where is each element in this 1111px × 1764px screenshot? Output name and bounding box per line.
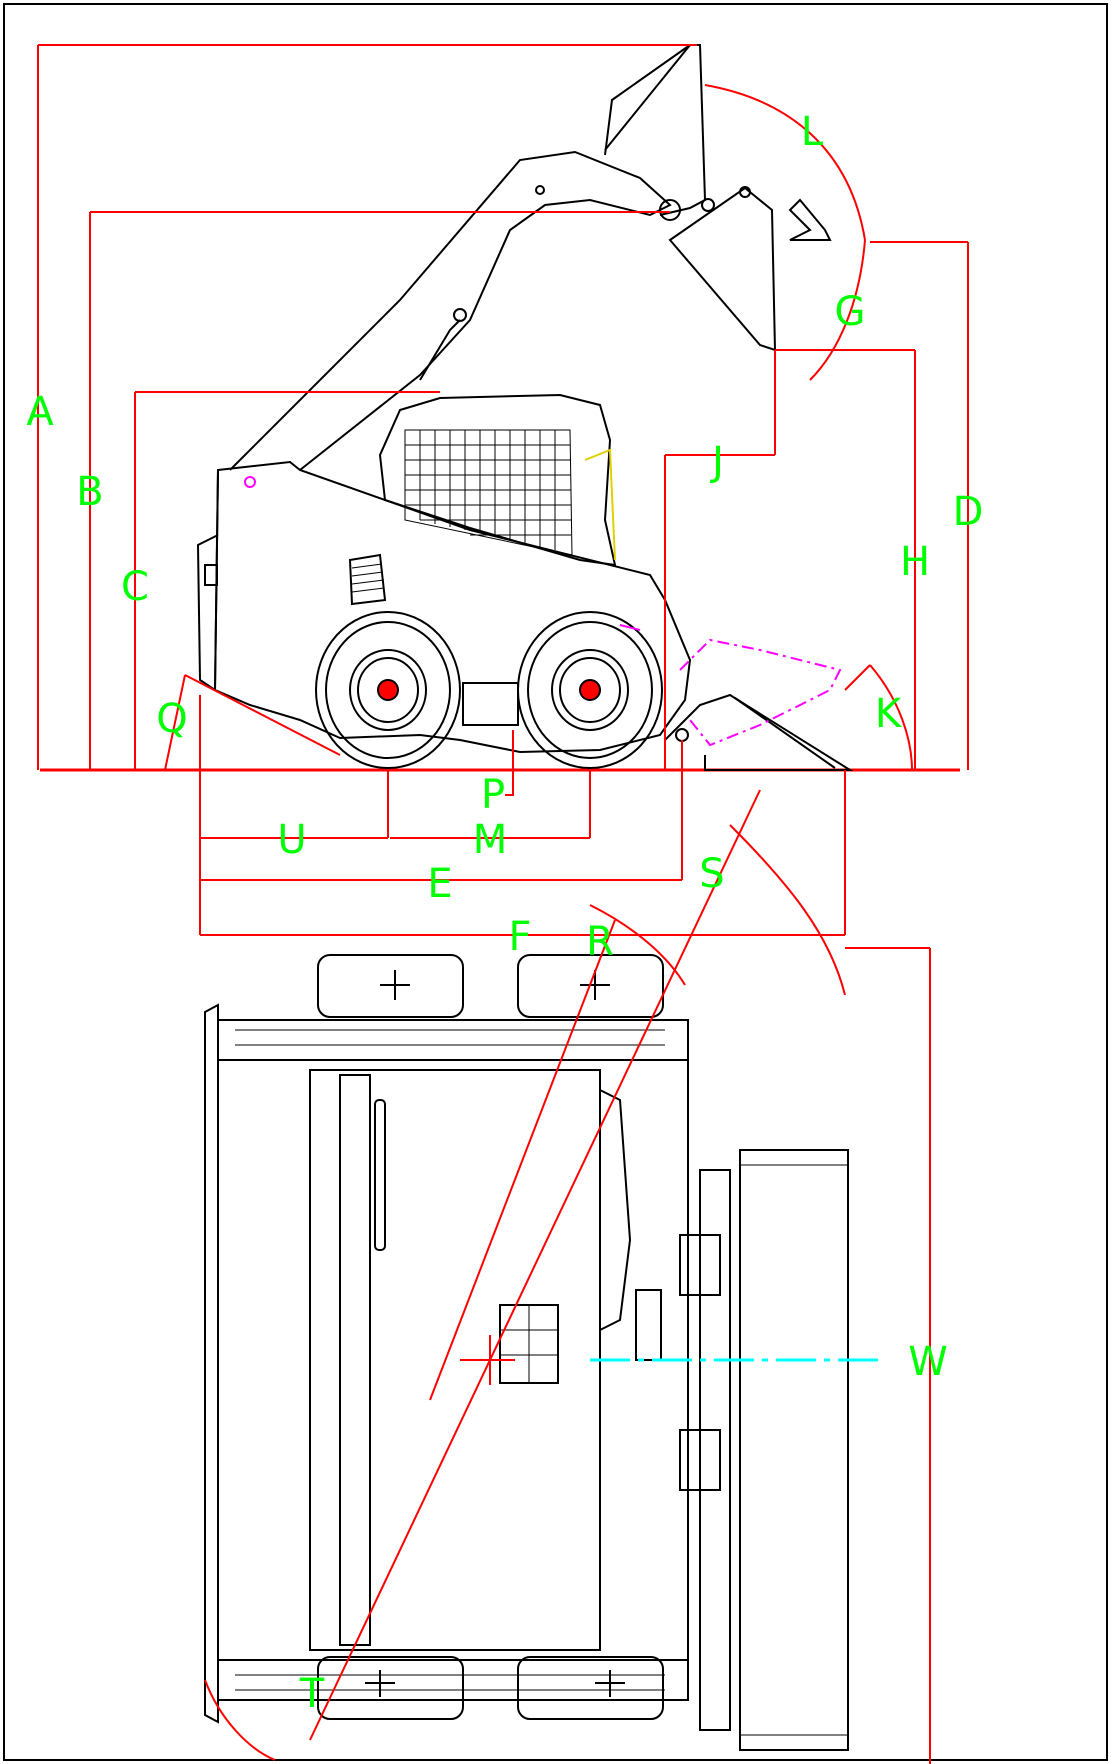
dim-F-lines [199, 695, 846, 936]
bucket-lips [740, 1164, 848, 1736]
engine-grille [348, 553, 387, 606]
tire-front-right [517, 1656, 664, 1720]
label-D: D [953, 489, 984, 535]
lowered-bucket [664, 693, 854, 771]
dim-W-lines [845, 947, 931, 1764]
label-W: W [908, 1339, 948, 1385]
cab-mesh [404, 429, 573, 556]
front-tire [517, 611, 663, 769]
accent-mark [619, 624, 641, 631]
label-T: T [299, 1671, 325, 1717]
dim-A-lines [37, 44, 697, 770]
raised-bucket-back [604, 44, 691, 156]
belly-pan [462, 682, 519, 726]
label-B: B [76, 469, 103, 515]
label-J: J [709, 439, 724, 485]
dim-M-lines [390, 770, 591, 839]
bucket-hinge [675, 728, 689, 742]
top-bucket [739, 1149, 849, 1751]
lift-arm [229, 150, 672, 471]
tire-rear-left [317, 954, 464, 1018]
dim-L-arc [704, 84, 866, 241]
tail-light [204, 564, 218, 586]
side-view [40, 44, 960, 772]
operator-cab [378, 393, 617, 567]
dim-R-line [429, 919, 616, 1401]
label-P: P [481, 772, 505, 818]
dumped-bucket [668, 186, 777, 352]
label-S: S [699, 851, 724, 897]
raised-bucket-rear [604, 44, 707, 216]
turn-center [460, 1335, 515, 1385]
dim-R-arc [589, 904, 686, 986]
dim-E-lines [200, 740, 683, 881]
top-view [204, 954, 849, 1751]
dim-J-lines [664, 350, 776, 770]
quick-attach [699, 1169, 731, 1731]
bucket-pivot [659, 199, 681, 221]
hub-marks-top [380, 970, 610, 1000]
label-K: K [875, 691, 903, 737]
bucket-floor [734, 697, 836, 769]
lift-cylinder [419, 319, 461, 381]
label-Q: Q [156, 696, 187, 742]
dim-B-lines [89, 211, 670, 770]
tilt-cylinder-left [679, 1234, 721, 1296]
rear-tire [315, 611, 461, 769]
hub-marks-bottom [365, 1670, 625, 1697]
drawing-border [3, 3, 1108, 1761]
label-G: G [835, 289, 866, 335]
cab-front [599, 1089, 632, 1331]
dim-S-T-line [309, 789, 761, 1741]
cab-door-seal [584, 448, 616, 561]
rear-panel [196, 469, 219, 692]
bucket-edge-ref [788, 198, 832, 241]
label-M: M [473, 817, 508, 863]
label-C: C [121, 564, 149, 610]
vent-slot [374, 1099, 386, 1251]
label-L: L [801, 109, 824, 155]
arm-pivot [535, 185, 545, 195]
dim-U-lines [200, 770, 389, 839]
dim-D-lines [870, 241, 969, 770]
side-dimensions [37, 44, 969, 936]
dim-G-arc [809, 239, 866, 381]
engine-cover [339, 1074, 371, 1646]
hatch-grid [500, 1305, 558, 1383]
dim-T-arc [204, 1679, 276, 1761]
dim-S-arc [729, 824, 846, 996]
dim-Q-lines [164, 674, 341, 771]
arm-rail-details [235, 1029, 665, 1691]
dimension-labels: A B C D E F G H J K L M P Q R S T U W [26, 109, 983, 1717]
tilt-pin [739, 186, 751, 198]
label-U: U [277, 817, 306, 863]
label-H: H [900, 539, 930, 585]
arm-pin [453, 308, 467, 322]
dim-K-lead [844, 664, 871, 691]
rollback-bucket [679, 638, 842, 747]
tilt-pivot [701, 198, 715, 212]
dim-C-lines [134, 391, 440, 770]
dim-H-lines [775, 349, 916, 770]
label-A: A [26, 389, 54, 435]
grille-slats [351, 563, 385, 593]
tire-front-left [517, 954, 664, 1018]
label-E: E [427, 861, 452, 907]
tire-rear-right [317, 1656, 464, 1720]
label-F: F [508, 914, 531, 960]
arm-rails [218, 1059, 688, 1661]
dim-P-lines [505, 730, 514, 796]
label-R: R [586, 919, 614, 965]
front-step [635, 1289, 662, 1361]
accent-pin [244, 476, 256, 488]
tilt-cylinder-right [679, 1429, 721, 1491]
top-dimensions [204, 789, 931, 1764]
dim-K-arc [869, 664, 913, 771]
cab-roof [309, 1069, 601, 1651]
rear-bumper [204, 1003, 219, 1724]
